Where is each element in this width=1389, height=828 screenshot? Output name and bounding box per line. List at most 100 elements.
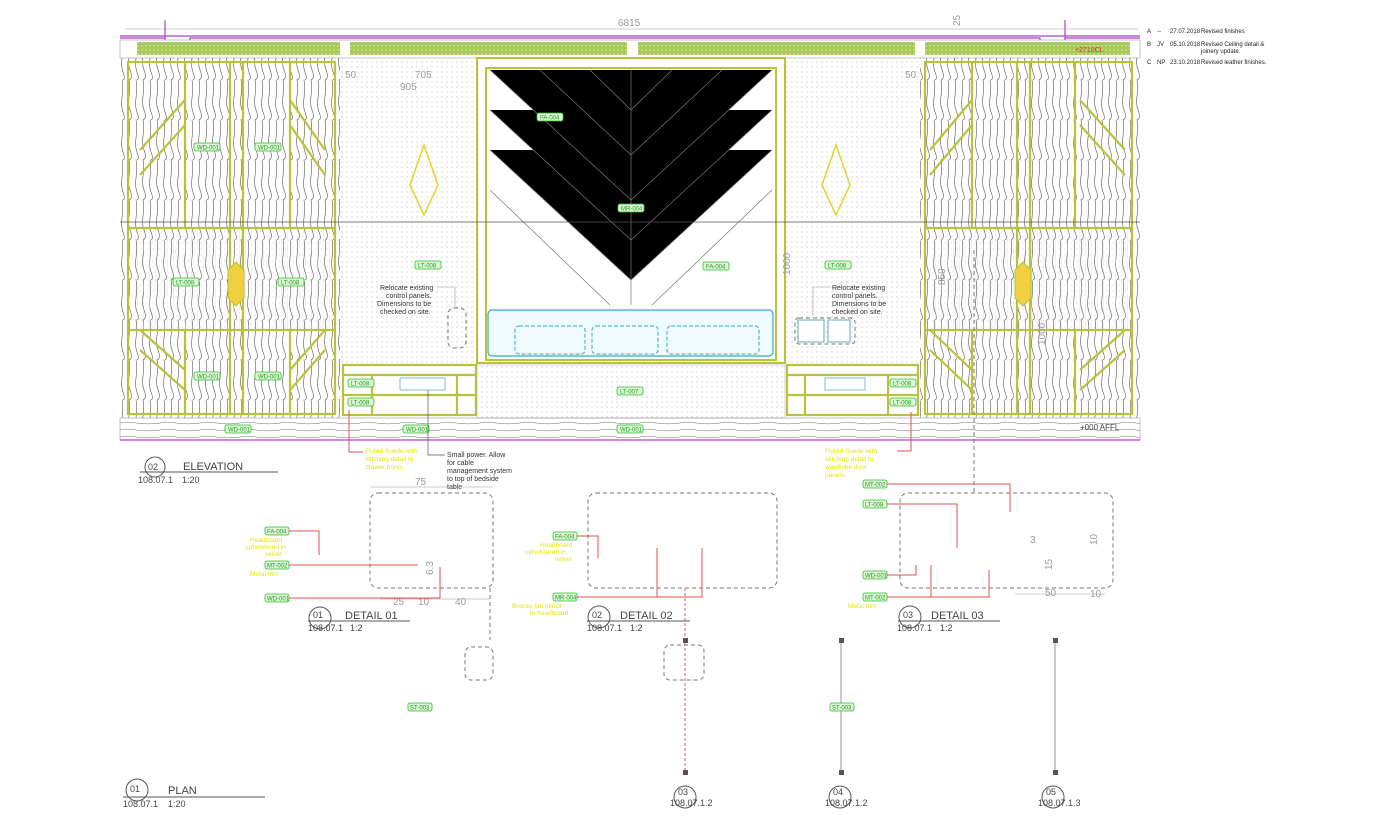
material-tag: ST-003 xyxy=(829,702,855,712)
svg-text:LT-008: LT-008 xyxy=(865,503,884,509)
material-tag: MR-004 xyxy=(617,203,645,213)
detail-02: FA-004 Headboard upholstered in velvet M… xyxy=(512,492,778,633)
handle-icon xyxy=(227,261,245,307)
svg-text:FA-004: FA-004 xyxy=(540,116,560,122)
section-marker-03: 03 108.07.1.2 xyxy=(670,785,713,809)
view-title-plan: 01 PLAN 108.07.1 1:20 xyxy=(123,778,265,809)
svg-text:WD-001: WD-001 xyxy=(620,428,643,434)
note-fluted-left: Fluted Suede with stitching detail to dr… xyxy=(348,410,417,471)
svg-text:velvet: velvet xyxy=(265,551,282,558)
svg-text:905: 905 xyxy=(400,82,417,93)
material-tag: FA-004 xyxy=(536,112,564,122)
svg-text:10: 10 xyxy=(418,597,430,608)
svg-text:108.07.1: 108.07.1 xyxy=(897,623,932,633)
svg-text:1:2: 1:2 xyxy=(940,623,953,633)
svg-text:FA-004: FA-004 xyxy=(267,530,287,536)
svg-text:3: 3 xyxy=(1030,535,1036,546)
svg-text:Revised Ceiling detail &: Revised Ceiling detail & xyxy=(1201,42,1264,48)
svg-text:DETAIL 01: DETAIL 01 xyxy=(345,610,398,622)
note-fluted-right: Fluted Suede with stitching detail to wa… xyxy=(824,412,912,479)
svg-text:wardrobe door: wardrobe door xyxy=(824,464,868,471)
material-tag: LT-007 xyxy=(616,386,644,396)
headboard-cushion xyxy=(487,309,774,357)
svg-text:25: 25 xyxy=(952,14,963,26)
svg-text:04: 04 xyxy=(833,787,843,797)
svg-text:joinery update.: joinery update. xyxy=(1200,49,1241,55)
svg-text:checked on site.: checked on site. xyxy=(832,309,883,316)
svg-text:MR-004: MR-004 xyxy=(555,596,577,602)
svg-text:6.3: 6.3 xyxy=(425,561,436,575)
svg-text:850: 850 xyxy=(937,268,948,285)
ceiling-strip xyxy=(638,42,915,55)
svg-text:Dimensions to be: Dimensions to be xyxy=(832,301,886,308)
svg-text:Bronze tint mirror: Bronze tint mirror xyxy=(512,603,563,610)
svg-text:05.10.2018: 05.10.2018 xyxy=(1170,42,1201,48)
svg-text:FA-004: FA-004 xyxy=(555,535,575,541)
svg-text:108.07.1: 108.07.1 xyxy=(308,623,343,633)
material-tag: WD-001 xyxy=(402,424,430,434)
svg-text:03: 03 xyxy=(903,610,913,620)
material-tag: LT-008 xyxy=(347,378,375,388)
detail-01: 75 25 10 40 6.3 FA-004 Headboard upholst… xyxy=(245,477,494,640)
svg-text:27.07.2018: 27.07.2018 xyxy=(1170,29,1201,35)
svg-text:1:20: 1:20 xyxy=(168,799,186,809)
material-tag: FA-004 xyxy=(552,531,578,541)
svg-text:WD-001: WD-001 xyxy=(865,574,888,580)
svg-text:10: 10 xyxy=(1090,589,1102,600)
svg-text:MR-004: MR-004 xyxy=(621,207,643,213)
svg-text:WD-001: WD-001 xyxy=(197,146,220,152)
svg-text:LT-008: LT-008 xyxy=(418,264,437,270)
svg-text:25: 25 xyxy=(393,597,405,608)
material-tag: LT-008 xyxy=(347,397,375,407)
section-marker-05: 05 108.07.1.3 xyxy=(1038,785,1081,809)
svg-text:WD-001: WD-001 xyxy=(228,428,251,434)
elevation: +000 AFFL xyxy=(119,57,1141,441)
svg-text:MT-002: MT-002 xyxy=(267,564,288,570)
svg-text:705: 705 xyxy=(415,70,432,81)
svg-text:1:2: 1:2 xyxy=(630,623,643,633)
note-small-power: Small power. Allow for cable management … xyxy=(427,390,512,491)
svg-text:WD-001: WD-001 xyxy=(267,597,290,603)
svg-text:10: 10 xyxy=(1089,533,1100,545)
handle-icon xyxy=(1014,261,1032,307)
svg-text:1:2: 1:2 xyxy=(350,623,363,633)
note-relocate-left: Relocate existing control panels. Dimens… xyxy=(377,285,456,316)
svg-text:A: A xyxy=(1147,29,1151,35)
material-tag: WD-001 xyxy=(254,371,282,381)
svg-text:15: 15 xyxy=(1044,558,1055,570)
svg-text:B: B xyxy=(1147,42,1151,48)
svg-text:03: 03 xyxy=(678,787,688,797)
svg-text:Relocate existing: Relocate existing xyxy=(832,285,885,292)
material-tag: WD-001 xyxy=(193,142,221,152)
svg-text:WD-001: WD-001 xyxy=(258,146,281,152)
material-tag: MT-002 xyxy=(862,592,888,602)
svg-text:FA-004: FA-004 xyxy=(706,265,726,271)
material-tag: LT-008 xyxy=(889,378,917,388)
view-title-elevation: 02 ELEVATION 108.07.1 1:20 xyxy=(138,456,278,485)
svg-text:Revised leather finishes.: Revised leather finishes. xyxy=(1201,60,1267,66)
svg-text:108.07.1: 108.07.1 xyxy=(123,799,158,809)
svg-text:WD-001: WD-001 xyxy=(406,428,429,434)
material-tag: LT-008 xyxy=(277,277,305,287)
svg-text:108.07.1: 108.07.1 xyxy=(587,623,622,633)
svg-text:velvet: velvet xyxy=(555,556,572,563)
svg-text:Relocate existing: Relocate existing xyxy=(380,285,433,292)
svg-text:01: 01 xyxy=(313,610,323,620)
svg-text:MT-002: MT-002 xyxy=(865,596,886,602)
material-tag: MT-002 xyxy=(264,560,290,570)
svg-text:75: 75 xyxy=(415,477,427,488)
svg-text:LT-008: LT-008 xyxy=(176,281,195,287)
svg-text:108.07.1.2: 108.07.1.2 xyxy=(825,798,868,808)
svg-text:LT-008: LT-008 xyxy=(281,281,300,287)
svg-text:WD-001: WD-001 xyxy=(258,375,281,381)
svg-text:LT-008: LT-008 xyxy=(893,401,912,407)
svg-text:1:20: 1:20 xyxy=(182,475,200,485)
svg-text:to headboard: to headboard xyxy=(530,610,569,617)
svg-text:DETAIL 03: DETAIL 03 xyxy=(931,610,984,622)
svg-text:Revised finishes: Revised finishes xyxy=(1201,29,1245,35)
material-tag: LT-008 xyxy=(889,397,917,407)
material-tag: WD-001 xyxy=(616,424,644,434)
svg-text:Fluted Suede with: Fluted Suede with xyxy=(825,448,877,455)
svg-text:Fluted Suede with: Fluted Suede with xyxy=(365,448,417,455)
svg-text:LT-007: LT-007 xyxy=(620,390,639,396)
